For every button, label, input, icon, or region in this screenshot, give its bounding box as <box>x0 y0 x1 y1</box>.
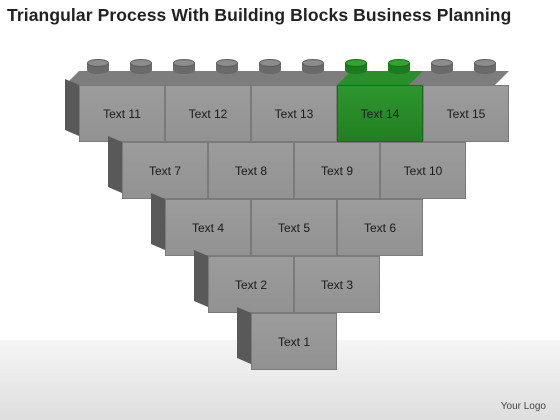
block: Text 12 <box>165 85 251 142</box>
block-stud <box>431 59 453 74</box>
block-face: Text 4 <box>165 199 251 256</box>
block-stud <box>216 59 238 74</box>
block: Text 6 <box>337 199 423 256</box>
block-face: Text 3 <box>294 256 380 313</box>
block-label: Text 6 <box>363 220 396 235</box>
block-stud <box>302 59 324 74</box>
block: Text 14 <box>337 85 423 142</box>
block: Text 9 <box>294 142 380 199</box>
block-stud <box>259 59 281 74</box>
block: Text 5 <box>251 199 337 256</box>
block-face: Text 7 <box>122 142 208 199</box>
block-side <box>65 79 79 136</box>
block-label: Text 7 <box>148 163 181 178</box>
block: Text 15 <box>423 85 509 142</box>
block-stud <box>130 59 152 74</box>
block-label: Text 8 <box>234 163 267 178</box>
block-face: Text 11 <box>79 85 165 142</box>
block-face: Text 12 <box>165 85 251 142</box>
block-label: Text 9 <box>320 163 353 178</box>
block: Text 7 <box>122 142 208 199</box>
block: Text 13 <box>251 85 337 142</box>
block: Text 10 <box>380 142 466 199</box>
block-side <box>237 307 251 364</box>
block-face: Text 5 <box>251 199 337 256</box>
block-label: Text 4 <box>191 220 224 235</box>
block-label: Text 5 <box>277 220 310 235</box>
block: Text 3 <box>294 256 380 313</box>
block-label: Text 14 <box>360 106 400 121</box>
block-face: Text 13 <box>251 85 337 142</box>
block-side <box>108 136 122 193</box>
block-face: Text 6 <box>337 199 423 256</box>
block-face: Text 2 <box>208 256 294 313</box>
block-label: Text 2 <box>234 277 267 292</box>
logo-text: Your Logo <box>500 401 546 412</box>
block-side <box>194 250 208 307</box>
block-face: Text 8 <box>208 142 294 199</box>
block: Text 2 <box>208 256 294 313</box>
block-label: Text 3 <box>320 277 353 292</box>
block-label: Text 13 <box>274 106 314 121</box>
block-stud <box>173 59 195 74</box>
block-face: Text 9 <box>294 142 380 199</box>
block-face: Text 1 <box>251 313 337 370</box>
block-label: Text 12 <box>188 106 228 121</box>
block-label: Text 10 <box>403 163 443 178</box>
block-face: Text 14 <box>337 85 423 142</box>
top-slab-highlight <box>337 71 423 85</box>
block-stud <box>87 59 109 74</box>
block-label: Text 15 <box>446 106 486 121</box>
block-stud <box>388 59 410 74</box>
block-stud <box>474 59 496 74</box>
block-label: Text 11 <box>103 106 141 121</box>
block: Text 11 <box>79 85 165 142</box>
block: Text 8 <box>208 142 294 199</box>
block-face: Text 15 <box>423 85 509 142</box>
block-label: Text 1 <box>277 334 310 349</box>
block-stud <box>345 59 367 74</box>
block: Text 1 <box>251 313 337 370</box>
block-side <box>151 193 165 250</box>
page-title: Triangular Process With Building Blocks … <box>7 5 512 25</box>
block: Text 4 <box>165 199 251 256</box>
block-face: Text 10 <box>380 142 466 199</box>
